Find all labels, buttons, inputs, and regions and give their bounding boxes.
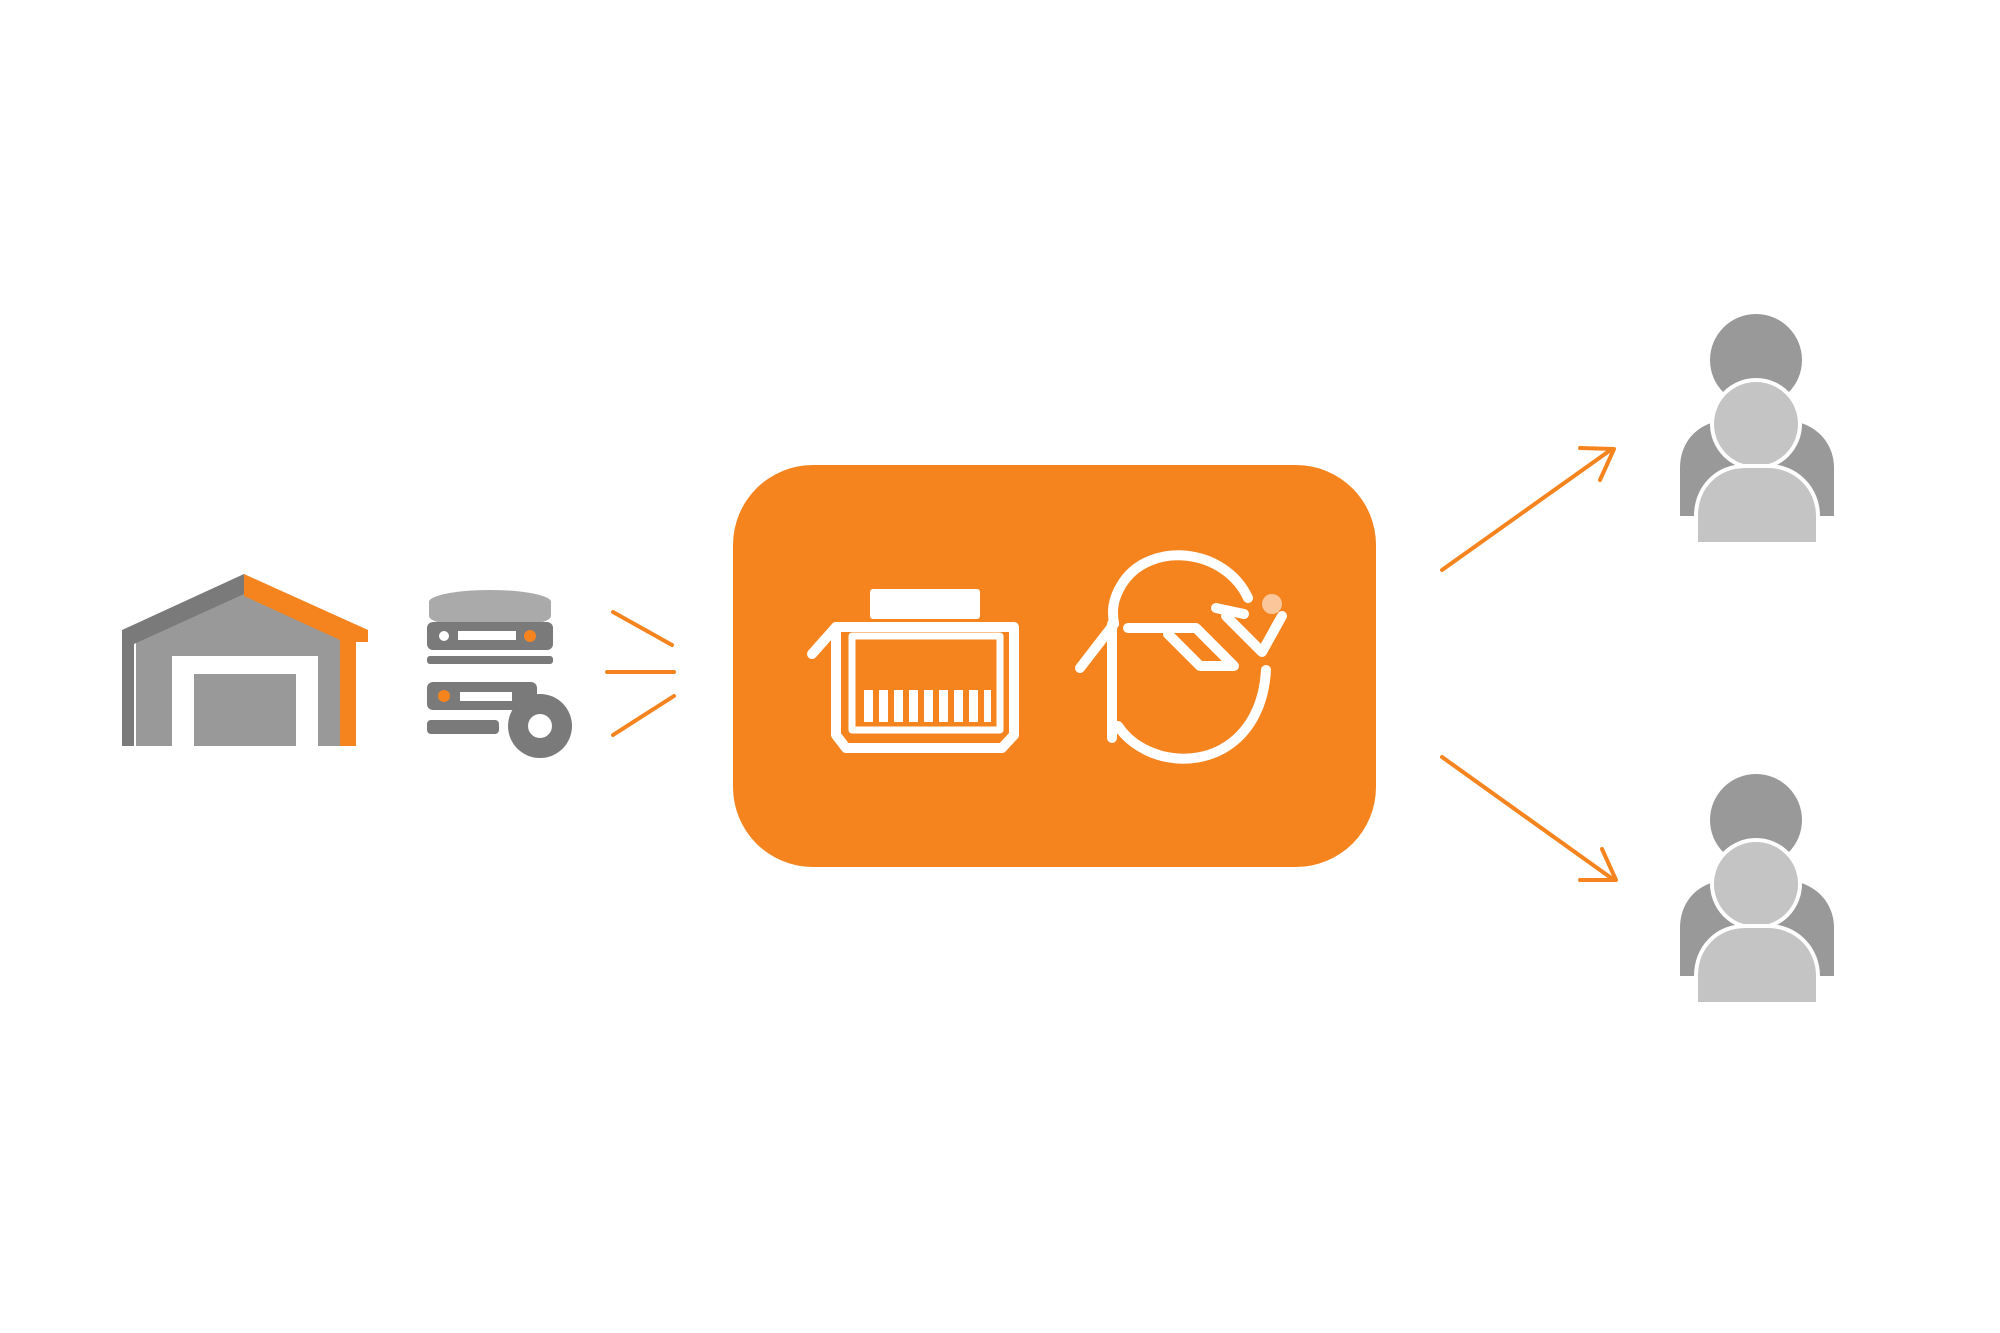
sync-icon [1075,550,1287,764]
outgoing-arrow-bottom [1440,755,1618,882]
incoming-arrow [605,610,676,737]
user-group-icon [1680,774,1834,1006]
processing-hub [733,465,1376,867]
outgoing-arrow-top [1440,446,1616,572]
sync-highlight [1262,594,1282,614]
user-group-icon [1680,314,1834,546]
warehouse-icon [122,574,368,746]
barcode-icon [864,690,991,722]
database-server-icon [427,590,572,758]
